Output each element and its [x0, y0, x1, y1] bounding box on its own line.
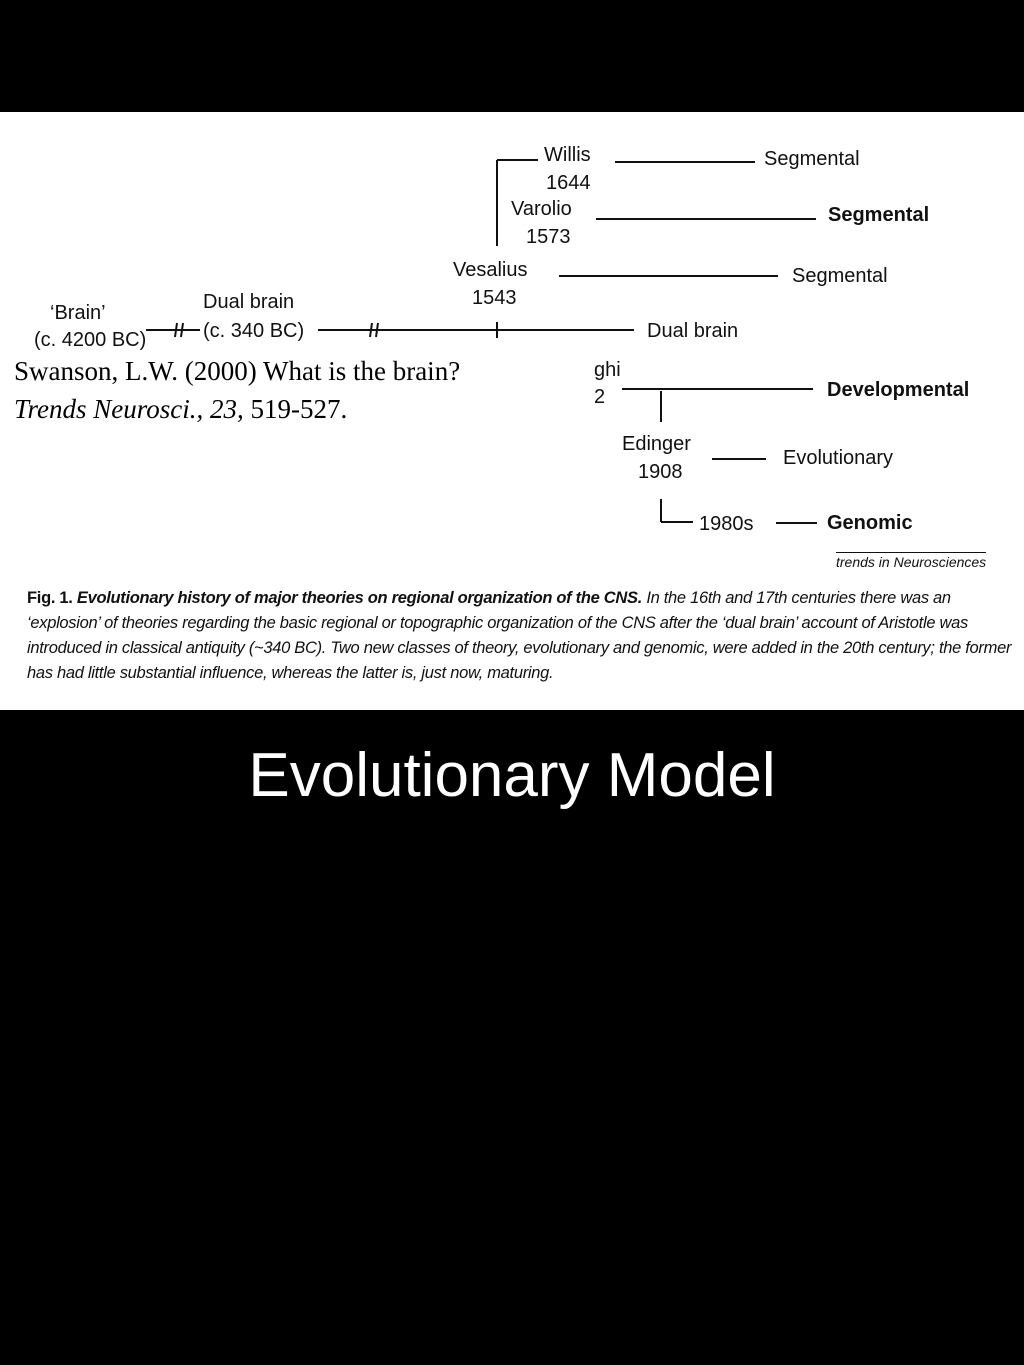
- break-mark-1a: [174, 322, 178, 338]
- citation-journal: Trends Neurosci., 23,: [14, 394, 244, 424]
- source-label: trends in Neurosciences: [836, 552, 987, 570]
- edinger-name: Edinger: [622, 433, 691, 455]
- evolutionary-outcome: Evolutionary: [783, 447, 894, 469]
- slide-title: Evolutionary Model: [248, 741, 776, 810]
- genomic-outcome: Genomic: [827, 512, 913, 534]
- dual-brain-label: Dual brain: [203, 291, 295, 313]
- dual-brain-date: (c. 340 BC): [203, 320, 305, 342]
- citation: Swanson, L.W. (2000) What is the brain? …: [14, 352, 479, 432]
- varolio-name: Varolio: [511, 198, 572, 220]
- varolio-outcome: Segmental: [828, 204, 930, 226]
- caption-body: In the 16th and 17th centuries there was…: [27, 589, 1012, 682]
- citation-line-1: Swanson, L.W. (2000) What is the brain?: [14, 356, 461, 386]
- edinger-year: 1908: [638, 461, 683, 483]
- main-line-outcome: Dual brain: [647, 320, 739, 342]
- willis-year: 1644: [546, 172, 591, 194]
- developmental-outcome: Developmental: [827, 379, 970, 401]
- vesalius-year: 1543: [472, 287, 517, 309]
- brain-label: ‘Brain’: [50, 302, 106, 324]
- figure-panel: ‘Brain’ (c. 4200 BC) Dual brain (c. 340 …: [0, 112, 1024, 710]
- citation-pages: 519-527.: [243, 394, 348, 424]
- break-mark-2a: [369, 322, 373, 338]
- caption-title: Evolutionary history of major theories o…: [76, 589, 643, 607]
- caption-lead: Fig. 1.: [27, 589, 73, 607]
- genomic-year: 1980s: [699, 513, 754, 535]
- figure-caption: Fig. 1. Evolutionary history of major th…: [27, 586, 1012, 686]
- willis-name: Willis: [544, 144, 591, 166]
- willis-outcome: Segmental: [764, 148, 860, 170]
- vesalius-outcome: Segmental: [792, 265, 888, 287]
- partial-year: 2: [594, 386, 606, 408]
- brain-date: (c. 4200 BC): [34, 329, 147, 351]
- break-mark-2b: [375, 322, 379, 338]
- vesalius-name: Vesalius: [453, 259, 528, 281]
- citation-line-2: Trends Neurosci., 23, 519-527.: [14, 390, 460, 428]
- partial-name: ghi: [594, 359, 621, 381]
- timeline-diagram: [146, 159, 817, 524]
- break-mark-1b: [180, 322, 184, 338]
- varolio-year: 1573: [526, 226, 571, 248]
